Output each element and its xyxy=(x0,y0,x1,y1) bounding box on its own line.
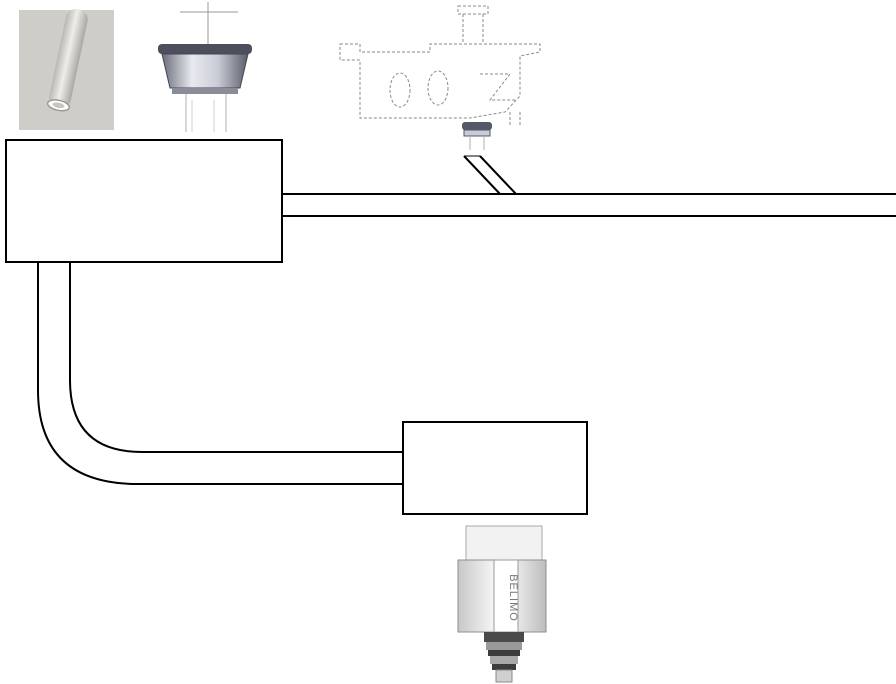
diaphragm-seal-icon xyxy=(158,2,252,132)
horizontal-pipe xyxy=(283,193,896,217)
branch-pipe xyxy=(463,155,517,195)
brew-unit-nozzle xyxy=(462,122,492,150)
sensor-brand-text: BELIMO xyxy=(507,574,519,622)
brew-unit-icon xyxy=(339,5,541,126)
top-left-box xyxy=(5,139,283,263)
pressure-sensor-icon: BELIMO xyxy=(457,525,547,683)
bottom-box xyxy=(402,421,588,515)
curved-pipe xyxy=(37,263,403,485)
tube-photo xyxy=(19,9,114,130)
